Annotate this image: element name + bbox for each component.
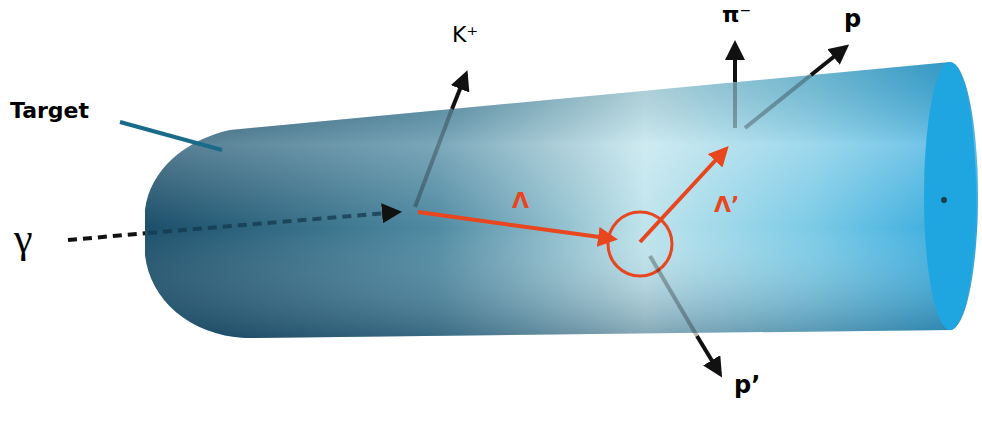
lambda-prime-track xyxy=(640,149,726,242)
proton-prime-track xyxy=(650,256,697,336)
particle-label: π⁻ xyxy=(722,2,751,27)
proton-track xyxy=(811,47,846,75)
photon-line xyxy=(68,233,148,240)
lambda-track xyxy=(418,212,614,239)
particle-label: Λ xyxy=(512,188,529,213)
photon-line xyxy=(148,212,398,233)
proton-prime-track xyxy=(697,336,720,374)
particle-label: p xyxy=(844,6,861,34)
leader-line xyxy=(120,122,222,150)
kaon-track xyxy=(452,74,466,109)
particle-label: K⁺ xyxy=(452,22,478,47)
particle-label: p’ xyxy=(734,372,760,400)
target-cylinder xyxy=(145,62,978,338)
target-shading xyxy=(145,62,978,338)
target-hole xyxy=(941,197,947,203)
particle-label: Λ’ xyxy=(714,192,739,217)
particle-label: γ xyxy=(14,214,33,262)
proton-track xyxy=(745,75,811,128)
target-end-face xyxy=(924,62,976,330)
vertex-circle xyxy=(608,212,672,276)
kaon-track xyxy=(415,109,452,207)
pion-track xyxy=(733,82,737,128)
pion-track xyxy=(733,44,737,82)
part-label: Target xyxy=(10,98,89,123)
